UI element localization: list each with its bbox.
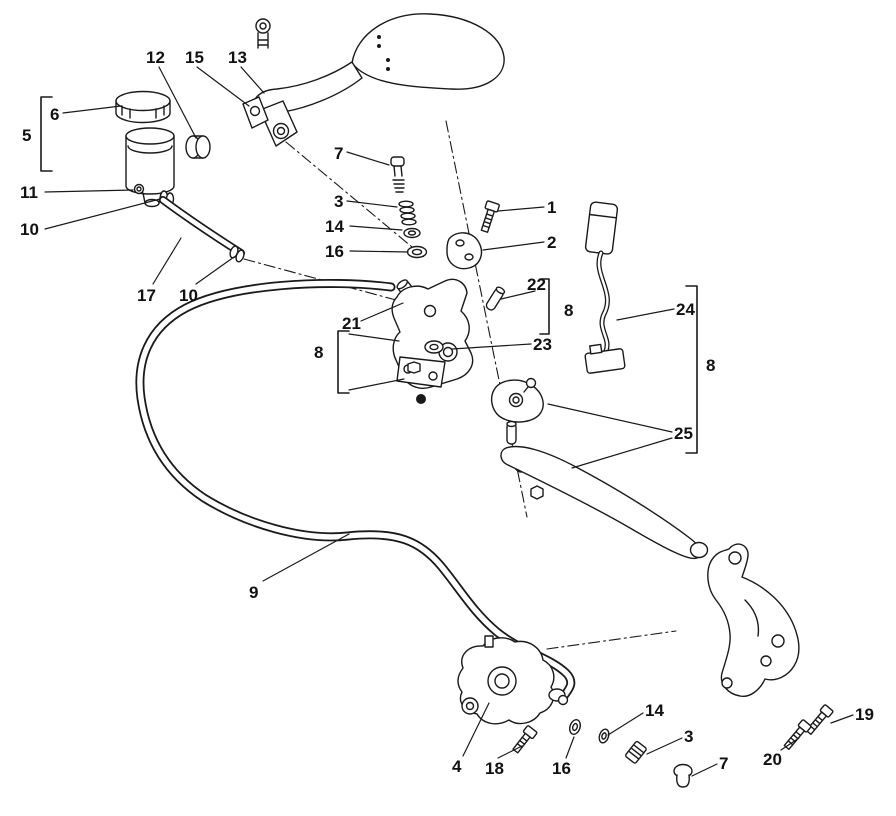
callout-23: 23 [533, 335, 552, 354]
callout-5: 5 [22, 126, 32, 145]
spring [398, 200, 417, 226]
callout-1: 1 [547, 198, 557, 217]
switch-assembly [584, 201, 626, 374]
washer-bottom-1 [569, 719, 581, 735]
callout-13: 13 [228, 48, 247, 67]
callout-19: 19 [855, 705, 874, 724]
grommet [185, 135, 211, 159]
callout-8-switch: 8 [564, 301, 574, 320]
callout-11: 11 [20, 183, 38, 202]
callout-3-bottom: 3 [684, 727, 694, 746]
clutch-lever [500, 445, 709, 560]
callout-16-bottom: 16 [552, 759, 571, 778]
callout-9: 9 [249, 583, 259, 602]
callout-24: 24 [676, 300, 695, 319]
slave-cylinder [457, 635, 569, 725]
callout-12: 12 [146, 48, 165, 67]
callout-10-reservoir: 10 [20, 220, 39, 239]
handlebar-mirror [252, 13, 505, 119]
hose-clamp-lower [229, 245, 245, 263]
callout-22: 22 [527, 275, 546, 294]
callout-7-top: 7 [334, 144, 344, 163]
callout-21: 21 [342, 314, 361, 333]
handlebar-clamp [446, 232, 483, 270]
bleed-valve [390, 156, 405, 193]
reservoir-hose [159, 196, 245, 257]
mount-bolt-1 [805, 704, 834, 736]
reservoir-fitting [133, 183, 145, 195]
reservoir [115, 90, 175, 208]
washer-large [406, 245, 428, 259]
callout-14-bottom: 14 [645, 701, 664, 720]
bracket-hanger [707, 543, 800, 697]
callout-6: 6 [50, 105, 60, 124]
master-cylinder [391, 278, 474, 404]
construction-lines [243, 120, 677, 650]
callout-25: 25 [674, 424, 693, 443]
callout-4: 4 [452, 757, 462, 776]
callout-2: 2 [547, 233, 557, 252]
callout-8-master: 8 [314, 343, 324, 362]
callout-14-top: 14 [325, 217, 344, 236]
leader-lines [40, 66, 854, 777]
callout-3-top: 3 [334, 192, 344, 211]
callout-8-lever: 8 [706, 356, 716, 375]
washer-small [403, 227, 421, 239]
rubber-cap [673, 763, 693, 788]
mirror-screw [255, 18, 271, 49]
callout-17: 17 [137, 286, 156, 305]
mount-bracket [242, 96, 298, 147]
callout-15: 15 [185, 48, 204, 67]
callout-10-hose: 10 [179, 286, 198, 305]
callout-18: 18 [485, 759, 504, 778]
callout-20: 20 [763, 750, 782, 769]
callout-16-top: 16 [325, 242, 344, 261]
callout-7-bottom: 7 [719, 754, 729, 773]
washer-bottom-2 [598, 728, 610, 744]
clamp-bolt [480, 200, 500, 233]
pivot-pin [485, 286, 506, 311]
lever-perch [490, 377, 544, 423]
lever-pivot-pin [506, 420, 517, 445]
fitting-sleeve [625, 740, 647, 764]
